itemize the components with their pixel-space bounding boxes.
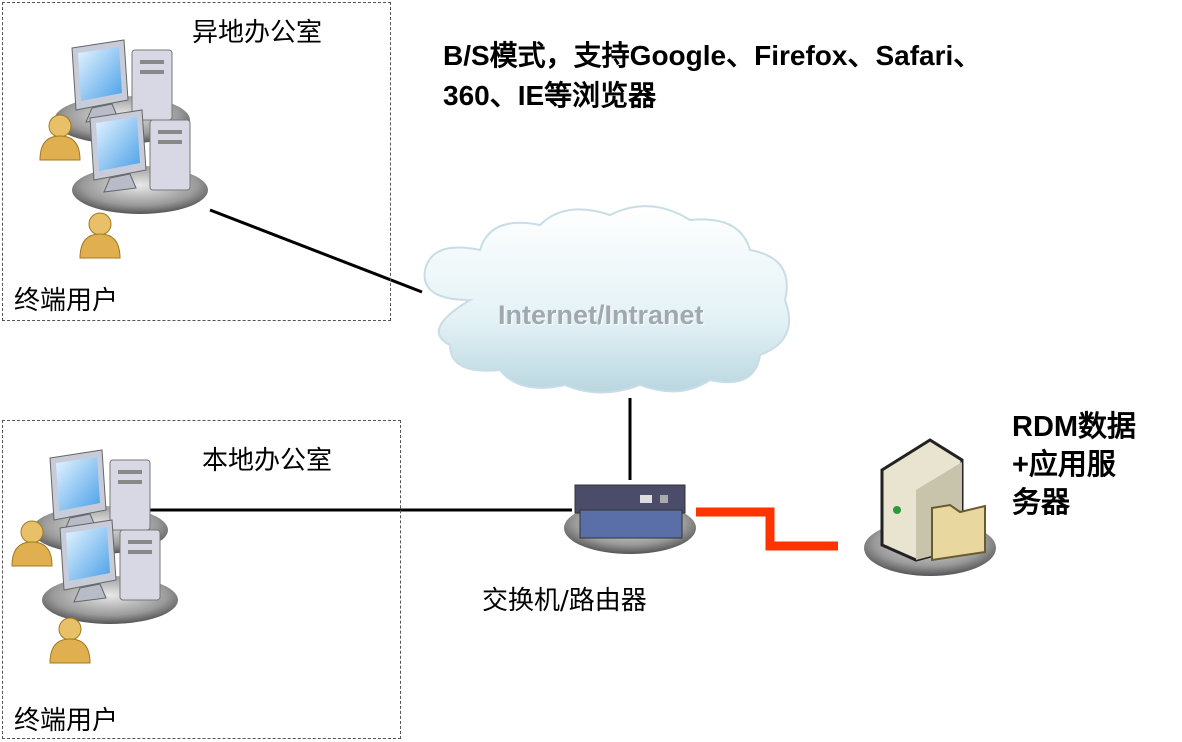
cloud-label: Internet/Intranet [498, 300, 704, 330]
server-label-line1: RDM数据 [1012, 411, 1137, 443]
switch-router-icon [564, 484, 696, 554]
remote-office-box [2, 2, 391, 321]
server-label-line2: +应用服 [1012, 449, 1116, 481]
remote-users-label: 终端用户 [14, 286, 119, 316]
switch-label: 交换机/路由器 [482, 586, 647, 616]
cloud-icon [423, 205, 790, 394]
remote-office-title: 异地办公室 [192, 18, 323, 48]
server-label-line3: 务器 [1012, 487, 1071, 519]
browser-note: B/S模式，支持Google、Firefox、Safari、 360、IE等浏览… [443, 36, 981, 116]
browser-note-line1: B/S模式，支持Google、Firefox、Safari、 [443, 40, 982, 71]
server-icon [864, 438, 996, 576]
browser-note-line2: 360、IE等浏览器 [443, 80, 657, 111]
local-office-title: 本地办公室 [202, 446, 333, 476]
server-label: RDM数据 +应用服 务器 [1012, 408, 1136, 522]
local-office-box [2, 420, 401, 739]
remote-link [209, 208, 423, 294]
local-users-label: 终端用户 [14, 706, 119, 736]
server-link [696, 507, 838, 551]
